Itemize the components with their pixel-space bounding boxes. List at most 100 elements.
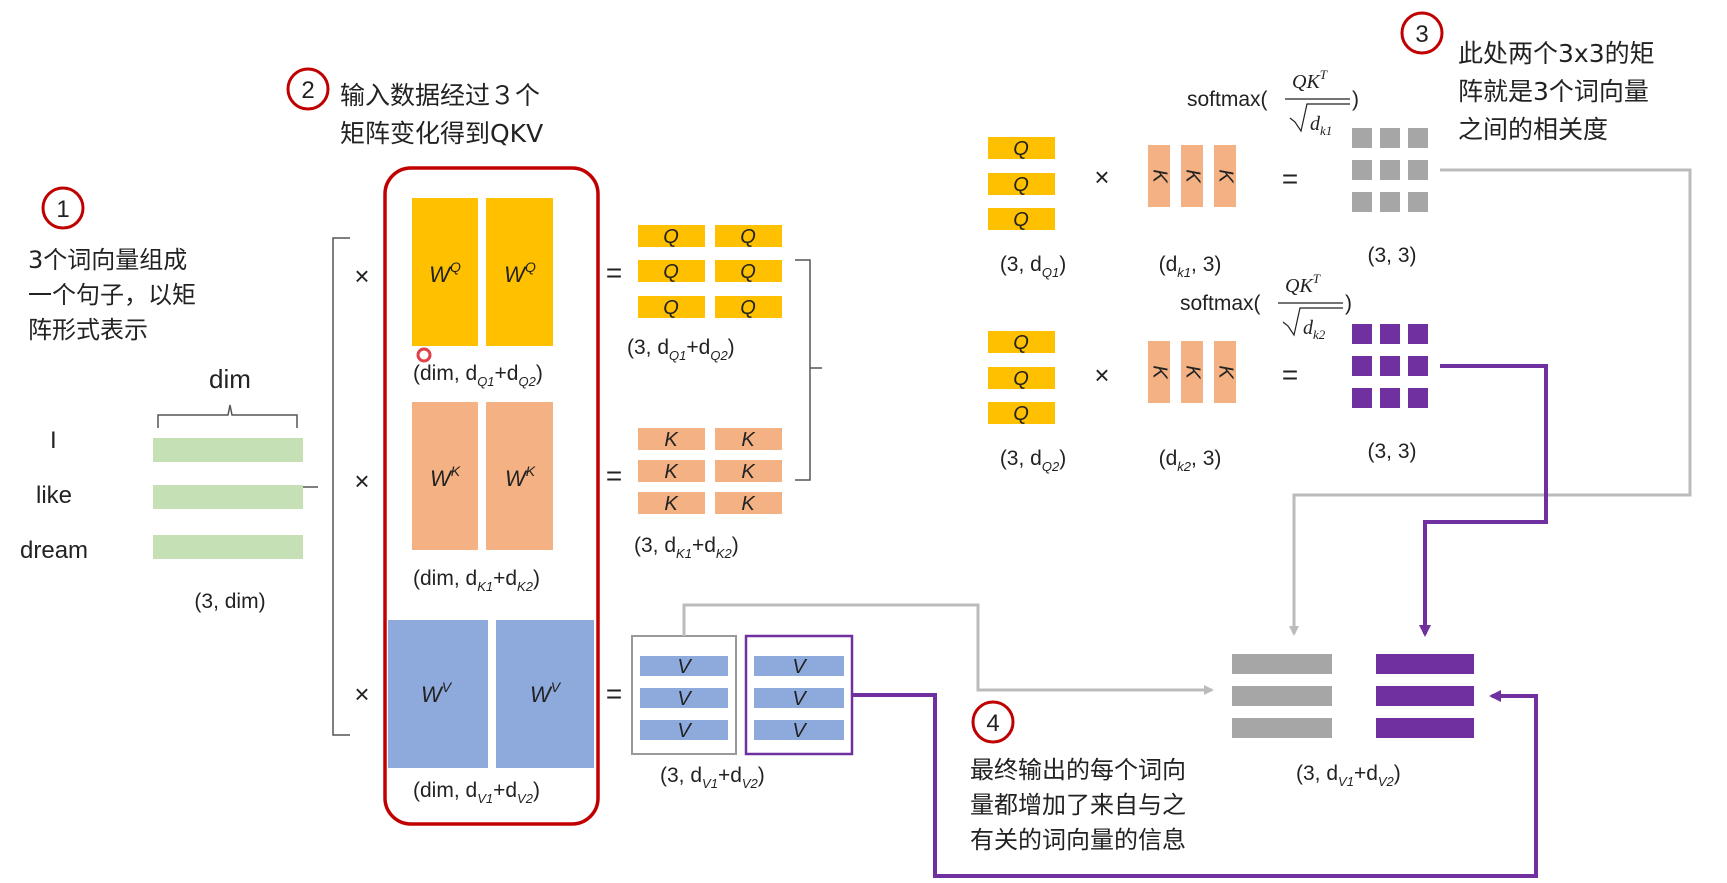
head2-num-qk: QK <box>1285 275 1314 297</box>
head1-q-text-2: Q <box>1013 174 1029 196</box>
wk-label-1-sup: K <box>451 463 461 479</box>
word-vector-i <box>153 438 303 462</box>
v-text-1-2: V <box>792 656 807 678</box>
wv-shape-prefix: (dim, d <box>413 779 477 802</box>
input-bracket <box>332 237 350 736</box>
q-output-shape: (3, dQ1+dQ2) <box>627 336 735 363</box>
q-cell-2-2 <box>715 260 782 282</box>
k-text-3-2: K <box>741 493 756 515</box>
wk-shape-end: ) <box>533 567 540 590</box>
head2-q-row-2 <box>988 367 1055 389</box>
head1-attn-3-1 <box>1352 192 1372 212</box>
k-text-1-1: K <box>664 429 679 451</box>
v-cell-1-1 <box>640 656 728 676</box>
step-4-annotation: 4 最终输出的每个词向 量都增加了来自与之 有关的词向量的信息 <box>970 700 1186 854</box>
head1-k-shape-end: , 3) <box>1191 253 1221 276</box>
equals-k: = <box>606 460 622 491</box>
q-output-shape-end: ) <box>728 336 735 359</box>
final-shape-end: ) <box>1394 762 1401 785</box>
wk-label-2: WK <box>505 463 536 491</box>
head2-k-text-2: K <box>1182 365 1204 380</box>
v-text-3-2: V <box>792 720 807 742</box>
head1-attn-2-3 <box>1408 160 1428 180</box>
step-1-line-3: 阵形式表示 <box>28 316 148 344</box>
wv-label-1-sup: V <box>442 679 453 695</box>
final-shape-mid: +d <box>1354 762 1378 785</box>
weights-highlight-box <box>383 166 600 826</box>
head1-attn-3-3 <box>1408 192 1428 212</box>
wq-shape-sub-2: Q2 <box>518 374 536 389</box>
v-output-shape-sub-1: V1 <box>702 776 718 791</box>
dim-label: dim <box>209 364 251 394</box>
head1-q-shape-sub: Q1 <box>1042 265 1059 280</box>
head1-fraction-denominator: dk1 <box>1310 113 1332 138</box>
head2-attn-2-1 <box>1352 356 1372 376</box>
head1-attn-1-2 <box>1380 128 1400 148</box>
head1-q-text-1: Q <box>1013 138 1029 160</box>
step-3-line-2: 阵就是3个词向量 <box>1458 77 1649 106</box>
v-text-2-2: V <box>792 688 807 710</box>
k-output-shape-mid: +d <box>692 534 716 557</box>
final-shape-prefix: (3, d <box>1296 762 1338 785</box>
step-2-line-2: 矩阵变化得到QKV <box>340 119 543 148</box>
wq-label-1-w: W <box>429 262 452 287</box>
head2-k-col-1 <box>1148 341 1170 403</box>
head1-den-sub: k1 <box>1320 123 1332 138</box>
head2-q-shape-sub: Q2 <box>1042 459 1060 474</box>
head2-close-paren: ) <box>1345 292 1352 315</box>
head1-k-shape-prefix: (d <box>1159 253 1178 276</box>
k-output-shape-prefix: (3, d <box>634 534 676 557</box>
v-cell-3-2 <box>754 720 844 740</box>
head1-q-row-2 <box>988 173 1055 195</box>
q-output-matrix: Q Q Q Q Q Q (3, dQ1+dQ2) <box>627 225 782 363</box>
head2-k-text-3: K <box>1215 365 1237 380</box>
v-cell-2-1 <box>640 688 728 708</box>
head1-q-text-3: Q <box>1013 209 1029 231</box>
wk-shape-sub-1: K1 <box>477 579 493 594</box>
step-4-line-3: 有关的词向量的信息 <box>970 826 1186 854</box>
wk-shape-prefix: (dim, d <box>413 567 477 590</box>
times-k: × <box>354 466 369 496</box>
head2-k-text-1: K <box>1149 365 1171 380</box>
q-text-2-2: Q <box>740 261 756 283</box>
step-4-circle <box>971 700 1015 744</box>
step-4-number: 4 <box>986 710 999 737</box>
head2-q-shape: (3, dQ2) <box>1000 447 1066 474</box>
arrow-attn1-to-output <box>1289 168 1692 636</box>
head2-num-t: T <box>1313 271 1321 286</box>
head2-q-row-3 <box>988 402 1055 424</box>
step-3-circle <box>1400 11 1444 55</box>
head2-k-col-3 <box>1214 341 1236 403</box>
head2-q-row-1 <box>988 331 1055 353</box>
times-v: × <box>354 679 369 709</box>
wv-shape-end: ) <box>533 779 540 802</box>
head2-equals: = <box>1282 359 1298 390</box>
arrow-attn2-to-output <box>1419 364 1548 637</box>
step-1-number: 1 <box>56 196 69 223</box>
k-cell-2-2 <box>715 460 782 482</box>
head2-times: × <box>1094 360 1109 390</box>
step-2-circle <box>286 67 330 111</box>
v-text-3-1: V <box>677 720 692 742</box>
final-purple-row-1 <box>1376 654 1474 674</box>
dim-brace <box>157 404 298 428</box>
word-vector-like <box>153 485 303 509</box>
k-output-shape: (3, dK1+dK2) <box>634 534 739 561</box>
v-output-shape-prefix: (3, d <box>660 764 702 787</box>
wq-shape-prefix: (dim, d <box>413 362 477 385</box>
k-cell-3-2 <box>715 492 782 514</box>
times-q: × <box>354 261 369 291</box>
wq-label-2-sup: Q <box>525 259 536 275</box>
k-cell-1-2 <box>715 428 782 450</box>
q-text-3-1: Q <box>663 297 679 319</box>
q-cell-1-1 <box>638 225 705 247</box>
v-cell-2-2 <box>754 688 844 708</box>
step-1-line-2: 一个句子，以矩 <box>28 281 196 309</box>
wq-shape-label: (dim, dQ1+dQ2) <box>413 362 543 389</box>
q-cell-3-1 <box>638 296 705 318</box>
wv-label-2-w: W <box>530 682 553 707</box>
head1-fraction-numerator: QKT <box>1292 67 1328 93</box>
head1-k-col-1 <box>1148 145 1170 207</box>
wk-label-2-sup: K <box>526 463 536 479</box>
